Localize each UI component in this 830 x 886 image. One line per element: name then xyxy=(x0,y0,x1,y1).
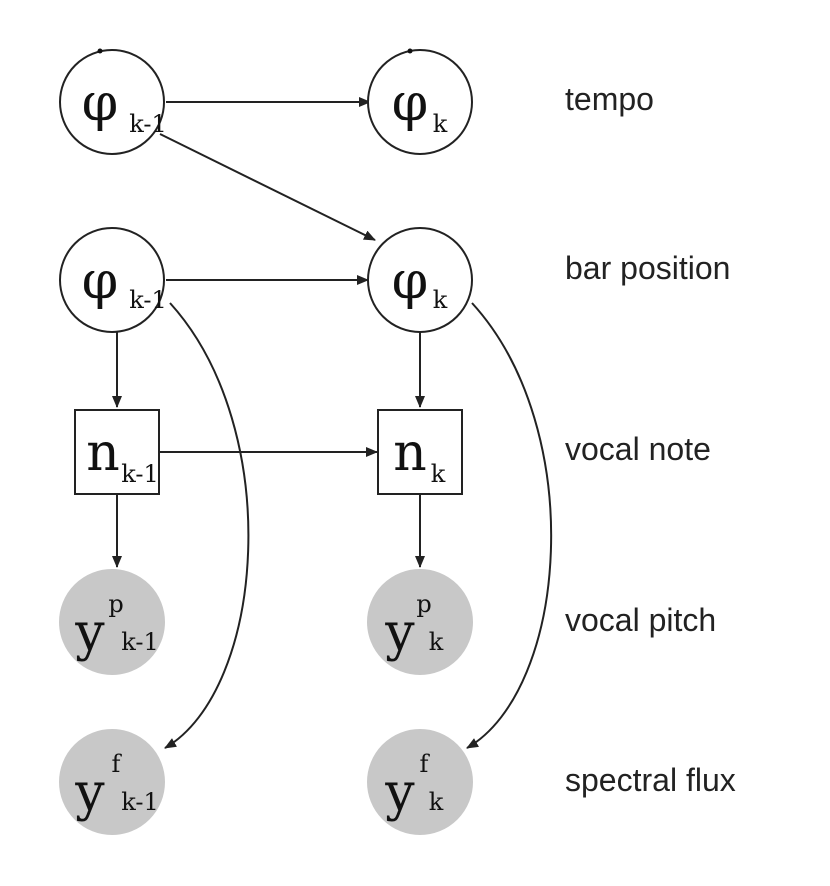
row-label-vocal-note: vocal note xyxy=(565,431,711,467)
edge-bar-curr-to-flux-curr xyxy=(466,302,553,749)
node-note-curr-subscript: k xyxy=(431,460,446,488)
node-note-curr-symbol: n xyxy=(393,423,427,483)
node-flux-curr-subscript: k xyxy=(429,788,444,816)
nodes: ˙ φ k-1 ˙ φ k φ k-1 φ k n k-1 xyxy=(59,42,473,835)
node-tempo-prev-subscript: k-1 xyxy=(129,110,167,138)
row-label-bar-position: bar position xyxy=(565,250,730,286)
node-bar-prev-subscript: k-1 xyxy=(129,286,167,314)
node-flux-prev-superscript: f xyxy=(112,750,123,778)
node-tempo-prev-dot: ˙ xyxy=(89,42,111,93)
node-flux-curr-superscript: f xyxy=(420,750,431,778)
node-flux-prev-circle xyxy=(59,729,165,835)
node-bar-curr: φ k xyxy=(367,227,473,333)
node-tempo-curr-circle xyxy=(367,49,473,155)
node-note-prev-symbol: n xyxy=(86,423,120,483)
node-note-prev: n k-1 xyxy=(74,409,160,495)
node-pitch-prev-subscript: k-1 xyxy=(121,628,159,656)
node-tempo-curr-subscript: k xyxy=(433,110,448,138)
node-note-prev-box xyxy=(74,409,160,495)
node-flux-prev: y f k-1 xyxy=(59,729,165,835)
node-pitch-curr-superscript: p xyxy=(416,590,431,618)
node-tempo-curr-dot: ˙ xyxy=(399,42,421,93)
node-bar-curr-circle xyxy=(367,227,473,333)
node-pitch-prev-symbol: y xyxy=(74,603,105,663)
edge-bar-prev-to-flux-prev xyxy=(164,302,250,749)
node-pitch-prev: y p k-1 xyxy=(59,569,165,675)
node-flux-prev-symbol: y xyxy=(74,763,105,823)
node-flux-curr-circle xyxy=(367,729,473,835)
row-label-spectral-flux: spectral flux xyxy=(565,762,736,798)
row-label-vocal-pitch: vocal pitch xyxy=(565,602,716,638)
node-pitch-curr-subscript: k xyxy=(429,628,444,656)
node-flux-prev-subscript: k-1 xyxy=(121,788,159,816)
node-bar-prev: φ k-1 xyxy=(59,227,167,333)
node-tempo-prev-circle xyxy=(59,49,165,155)
node-pitch-curr: y p k xyxy=(367,569,473,675)
row-label-tempo: tempo xyxy=(565,81,654,117)
node-flux-curr-symbol: y xyxy=(384,763,415,823)
row-labels: tempo bar position vocal note vocal pitc… xyxy=(565,81,736,798)
node-note-curr-box xyxy=(377,409,463,495)
node-pitch-prev-circle xyxy=(59,569,165,675)
edges xyxy=(112,97,553,749)
node-pitch-curr-symbol: y xyxy=(384,603,415,663)
node-note-curr: n k xyxy=(377,409,463,495)
node-tempo-prev-symbol: φ xyxy=(82,73,118,133)
node-pitch-curr-circle xyxy=(367,569,473,675)
node-bar-prev-circle xyxy=(59,227,165,333)
node-bar-curr-subscript: k xyxy=(433,286,448,314)
node-flux-curr: y f k xyxy=(367,729,473,835)
node-tempo-prev: ˙ φ k-1 xyxy=(59,42,167,155)
node-bar-prev-symbol: φ xyxy=(82,251,118,311)
edge-tempo-prev-to-bar-curr xyxy=(159,133,376,241)
node-bar-curr-symbol: φ xyxy=(392,251,428,311)
node-note-prev-subscript: k-1 xyxy=(121,460,159,488)
node-pitch-prev-superscript: p xyxy=(108,590,123,618)
node-tempo-curr: ˙ φ k xyxy=(367,42,473,155)
node-tempo-curr-symbol: φ xyxy=(392,73,428,133)
